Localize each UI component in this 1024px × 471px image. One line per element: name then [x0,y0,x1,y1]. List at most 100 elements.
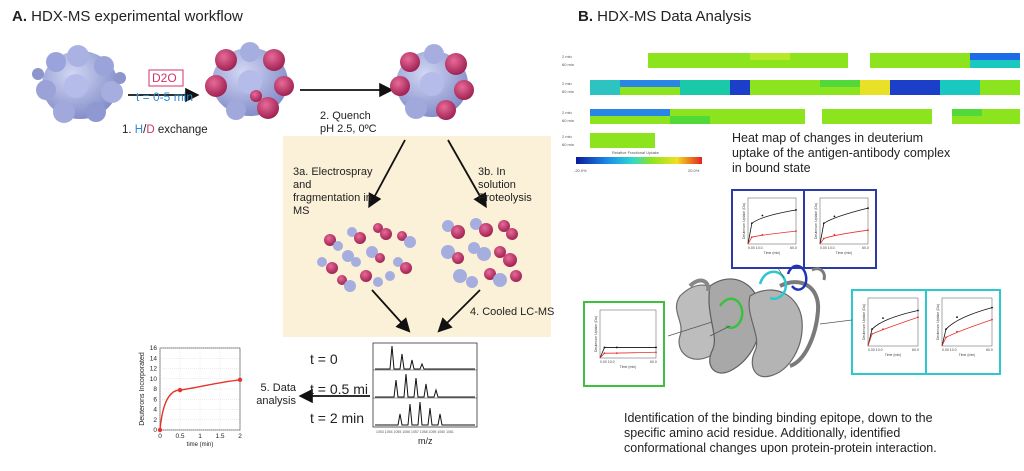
svg-text:2 min: 2 min [562,110,572,115]
inset-point [603,352,606,355]
svg-text:-20.0%: -20.0% [574,168,587,173]
svg-text:2 min: 2 min [562,54,572,59]
step-5-label: 5. Data analysis [256,382,296,407]
inset-point [956,316,958,319]
spectrum-label-t2: t = 2 min [310,410,365,426]
inset-point [882,328,884,331]
inset-point [882,317,884,320]
inset-point [833,233,836,236]
inset-point [603,346,606,349]
protein-initial [32,45,126,123]
inset-x-tick: 0.00 10.0 [600,360,615,364]
protein-exchanged [205,42,294,120]
inset-point [761,233,764,236]
svg-text:60 min: 60 min [562,118,574,123]
inset-plot-frame [599,309,657,359]
inset-y-label: Deuterium Uptake (Da) [742,203,746,239]
protein-quenched [390,44,474,120]
svg-text:2 min: 2 min [562,134,572,139]
epitope-caption: Identification of the binding binding ep… [624,411,937,455]
svg-text:60 min: 60 min [562,62,574,67]
fragments-proteolysis [441,218,522,288]
inset-x-tick: 0.00 10.0 [748,246,763,250]
uptake-point [177,387,183,393]
uptake-point [237,377,243,382]
x-axis-label: time (min) [187,442,214,448]
spectrum-xlabel: m/z [418,436,433,446]
inset-x-tick: 0.00 10.0 [942,348,957,352]
inset-y-label: Deuterium Uptake (Da) [594,316,598,352]
x-tick-label: 1.5 [215,433,224,440]
inset-point [655,351,657,354]
y-tick-label: 12 [150,366,158,373]
inset-point [833,215,836,218]
y-tick-label: 4 [153,407,157,414]
inset-x-tick: 0.00 10.0 [820,246,835,250]
x-tick-label: 0.5 [175,433,184,440]
inset-point [956,330,958,333]
step-1-label: 1. H/D exchange [122,124,208,136]
inset-point [750,222,753,225]
mass-spectra: 1053 1054 1055 1056 1057 1058 1059 1060 … [372,342,478,434]
inset-x-tick: 60.0 [912,348,919,352]
inset-plot-frame [867,297,919,347]
y-tick-label: 6 [153,396,157,403]
inset-x-tick: 60.0 [650,360,657,364]
y-tick-label: 8 [153,386,157,393]
inset-point [871,328,873,331]
step-4-label: 4. Cooled LC-MS [470,306,555,318]
inset-y-label: Deuterium Uptake (Da) [814,203,818,239]
svg-text:60 min: 60 min [562,142,574,147]
heatmap-caption: Heat map of changes in deuterium uptake … [732,131,951,175]
y-tick-label: 10 [150,376,158,383]
y-axis-label: Deuterons Incorporated [139,352,146,426]
inset-point [615,346,618,349]
antibody-antigen-cartoon [675,264,826,378]
inset-point [615,352,618,355]
deuterium-heatmap: 2 min 60 min 2 min 60 min 2 min 60 min 2… [562,53,1020,173]
inset-point [945,328,947,331]
x-tick-label: 0 [158,433,162,440]
spectrum-label-t05: t = 0.5 mi [310,381,368,397]
inset-plot-frame [941,297,993,347]
svg-text:Relative Fractional Uptake: Relative Fractional Uptake [612,150,660,155]
inset-point [945,336,947,339]
inset-x-tick: 60.0 [986,348,993,352]
inset-point [761,214,764,217]
x-tick-label: 2 [238,433,242,440]
y-tick-label: 14 [150,355,158,362]
inset-x-tick: 60.0 [862,246,869,250]
inset-point [822,222,825,225]
inset-point [991,306,993,309]
exchange-time-label: t = 0-5 min [136,90,194,104]
inset-x-label: Time (min) [885,353,902,357]
uptake-point [157,427,163,433]
inset-x-tick: 60.0 [790,246,797,250]
inset-x-label: Time (min) [836,251,853,255]
d2o-label: D2O [152,71,177,85]
svg-text:20.0%: 20.0% [688,168,700,173]
y-tick-label: 2 [153,417,157,424]
inset-x-label: Time (min) [764,251,781,255]
inset-x-label: Time (min) [620,365,637,369]
panel-b-title: B. HDX-MS Data Analysis [578,8,752,25]
inset-x-label: Time (min) [959,353,976,357]
inset-point [917,316,919,319]
inset-point [867,207,869,210]
step-3a-label: 3a. Electrospray and fragmentation in MS [293,166,373,217]
y-tick-label: 16 [150,345,158,352]
step-3b-label: 3b. In solution Proteolysis [478,166,532,204]
inset-point [867,229,869,232]
inset-point [795,230,797,233]
inset-point [822,237,825,240]
workflow-diagram: 1053 1054 1055 1056 1057 1058 1059 1060 … [32,42,522,434]
svg-text:2 min: 2 min [562,81,572,86]
inset-point [991,318,993,321]
inset-point [655,346,657,349]
inset-point [750,236,753,238]
y-tick-label: 0 [153,427,157,434]
fragments-electrospray [317,223,416,292]
svg-text:1053 1054 1055 1056 1057 1058: 1053 1054 1055 1056 1057 1058 1059 1060 … [376,430,454,434]
